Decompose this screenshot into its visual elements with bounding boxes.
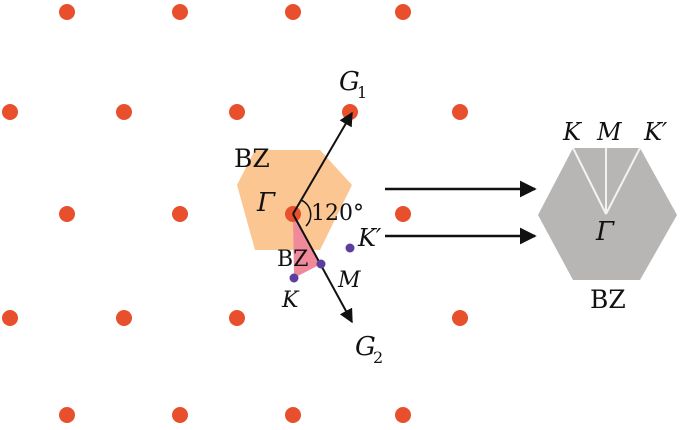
m-point: [316, 259, 326, 269]
lattice-point: [59, 206, 75, 222]
right-symmetry-lines: [572, 147, 641, 215]
right-bz-label: BZ: [590, 285, 626, 314]
lattice-point: [395, 407, 411, 423]
lattice-point: [116, 310, 132, 326]
lattice-point: [452, 104, 468, 120]
k-label: K: [281, 288, 300, 313]
lattice-point: [59, 4, 75, 20]
k-prime-label: K′: [357, 224, 382, 252]
lattice-point: [172, 407, 188, 423]
right-m-label: M: [596, 118, 623, 146]
gamma-label: Γ: [256, 188, 276, 218]
lattice-point: [285, 4, 301, 20]
k-point: [289, 273, 299, 283]
reciprocal-lattice-points: [2, 4, 468, 423]
lattice-point: [395, 4, 411, 20]
lattice-point: [2, 104, 18, 120]
lattice-point: [452, 310, 468, 326]
bz-label-top: BZ: [234, 144, 270, 173]
lattice-point: [172, 206, 188, 222]
k-prime-point: [345, 243, 355, 253]
lattice-point: [285, 407, 301, 423]
right-k-label: K: [562, 118, 583, 146]
g2-label: G: [355, 332, 376, 362]
lattice-point: [395, 206, 411, 222]
lattice-point: [2, 310, 18, 326]
lattice-point: [116, 104, 132, 120]
g1-label: G: [339, 67, 360, 97]
right-k-prime-label: K′: [643, 118, 668, 146]
angle-arc: [300, 199, 312, 227]
irreducible-wedge: [293, 215, 321, 278]
lattice-point: [229, 104, 245, 120]
g2-subscript: 2: [373, 348, 383, 367]
lattice-point: [229, 310, 245, 326]
right-brillouin-zone-hexagon: [538, 148, 677, 280]
angle-label: 120°: [311, 201, 364, 226]
brillouin-zone-hexagon: [237, 150, 352, 250]
right-gamma-label: Γ: [595, 217, 615, 247]
g1-vector-arrow: [292, 111, 353, 215]
lattice-point: [172, 4, 188, 20]
m-label: M: [337, 268, 361, 293]
g1-subscript: 1: [357, 83, 367, 102]
lattice-point: [59, 407, 75, 423]
bz-label-inner: BZ: [277, 247, 308, 272]
